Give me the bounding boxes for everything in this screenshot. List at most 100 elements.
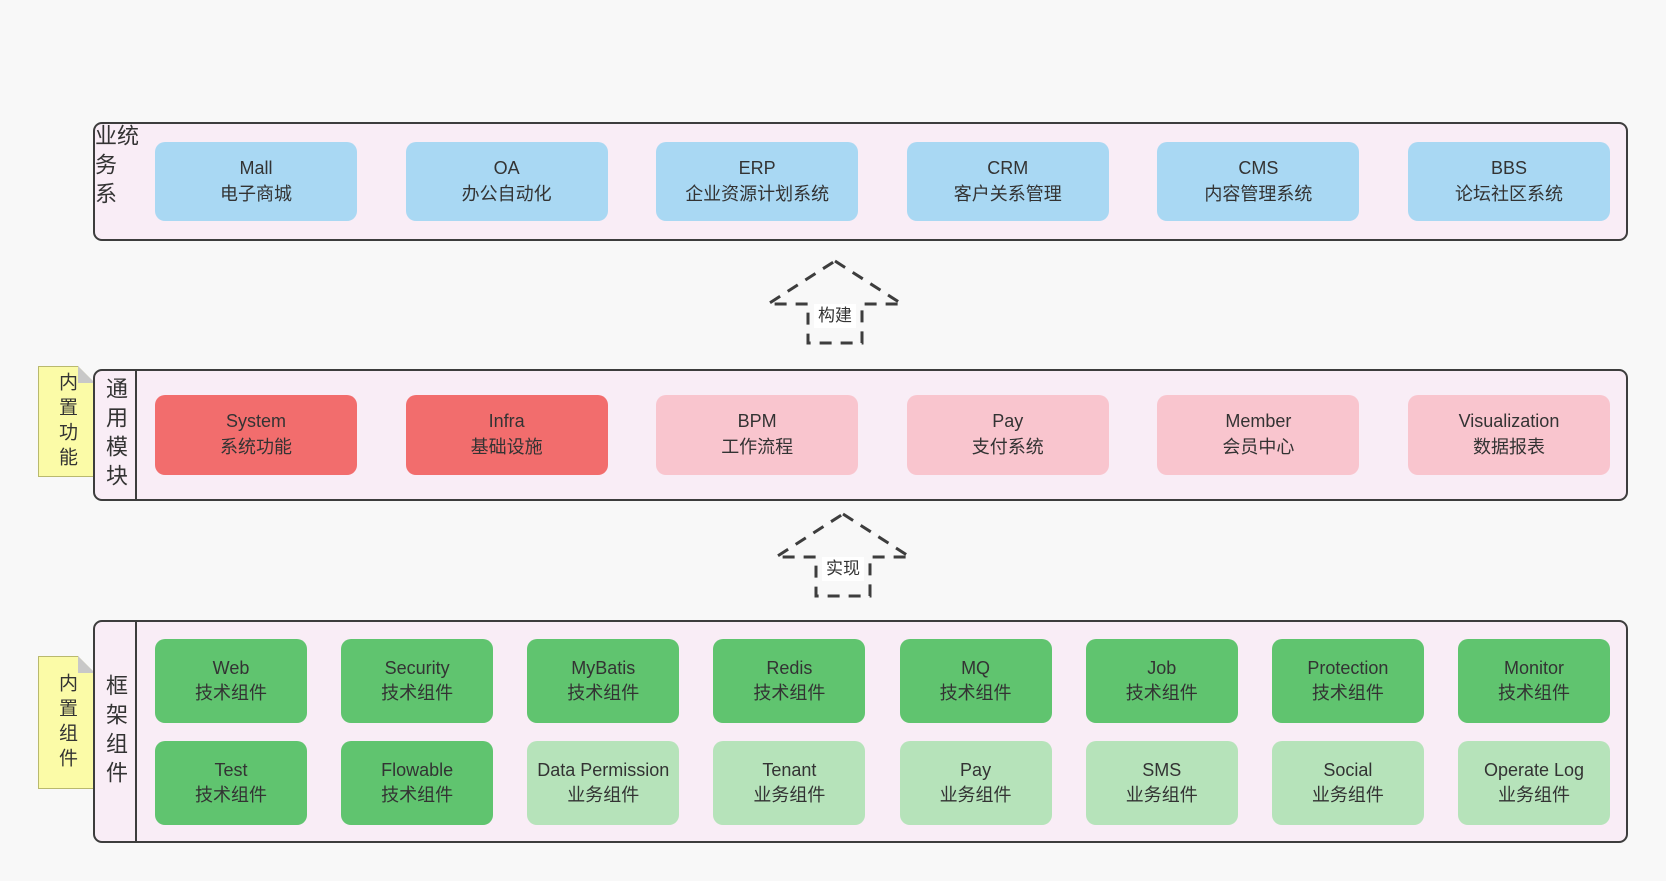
box-subtitle: 技术组件 — [939, 682, 1012, 703]
component-box-sms: SMS 业务组件 — [1085, 740, 1238, 825]
business-box-bbs: BBS 论坛社区系统 — [1407, 142, 1610, 221]
box-title: Redis — [766, 658, 813, 679]
component-box-flowable: Flowable 技术组件 — [341, 740, 494, 825]
business-box-erp: ERP 企业资源计划系统 — [656, 142, 859, 221]
box-subtitle: 业务组件 — [567, 784, 640, 805]
box-title: Social — [1323, 760, 1373, 781]
note-paper — [38, 656, 95, 789]
module-box-bpm: BPM 工作流程 — [656, 395, 859, 475]
box-title: MQ — [961, 658, 991, 679]
biz-components-row: Test 技术组件 Flowable 技术组件 Data Permission … — [155, 740, 1610, 825]
box-subtitle: 技术组件 — [381, 682, 454, 703]
note-label: 内置组件 — [56, 672, 77, 773]
box-subtitle: 技术组件 — [195, 784, 267, 805]
note-paper — [38, 366, 95, 477]
lane-separator — [135, 371, 137, 499]
module-box-pay: Pay 支付系统 — [906, 395, 1109, 475]
business-box-mall: Mall 电子商城 — [155, 142, 357, 221]
component-box-monitor: Monitor 技术组件 — [1457, 638, 1610, 723]
box-subtitle: 支付系统 — [971, 437, 1044, 457]
box-title: Job — [1147, 658, 1177, 679]
box-subtitle: 技术组件 — [1497, 682, 1570, 703]
box-title: BBS — [1490, 157, 1527, 178]
box-subtitle: 电子商城 — [220, 183, 292, 204]
box-subtitle: 业务组件 — [1311, 784, 1384, 805]
business-box-crm: CRM 客户关系管理 — [906, 142, 1109, 221]
box-subtitle: 内容管理系统 — [1204, 183, 1313, 204]
box-title: Web — [212, 658, 250, 679]
component-box-redis: Redis 技术组件 — [713, 638, 866, 723]
box-title: CMS — [1238, 157, 1279, 178]
box-subtitle: 数据报表 — [1472, 437, 1545, 457]
box-subtitle: 业务组件 — [1125, 784, 1198, 805]
box-title: Infra — [488, 411, 525, 432]
component-box-pay: Pay 业务组件 — [899, 740, 1052, 825]
arrow-label: 实现 — [822, 557, 864, 582]
framework-boxes-grid: Web 技术组件 Security 技术组件 MyBatis 技术组件 Redi… — [137, 622, 1626, 841]
box-subtitle: 基础设施 — [470, 437, 543, 457]
box-title: Operate Log — [1483, 760, 1585, 781]
component-box-mq: MQ 技术组件 — [899, 638, 1052, 723]
box-subtitle: 技术组件 — [1125, 682, 1198, 703]
box-subtitle: 论坛社区系统 — [1454, 183, 1563, 204]
framework-components-section: 框架组件 Web 技术组件 Security 技术组件 MyBatis 技术组件… — [93, 620, 1628, 843]
box-title: BPM — [737, 411, 777, 432]
box-title: Pay — [992, 411, 1024, 432]
box-subtitle: 技术组件 — [753, 682, 826, 703]
implement-arrow: 实现 — [773, 511, 913, 599]
box-subtitle: 工作流程 — [721, 437, 794, 457]
section-label: 业务系统 — [92, 124, 139, 211]
box-title: Data Permission — [537, 760, 670, 781]
box-subtitle: 技术组件 — [1311, 682, 1384, 703]
box-title: Tenant — [762, 760, 817, 781]
component-box-operate-log: Operate Log 业务组件 — [1457, 740, 1610, 825]
component-box-tenant: Tenant 业务组件 — [713, 740, 866, 825]
box-title: Visualization — [1458, 411, 1560, 432]
section-label: 框架组件 — [103, 673, 128, 790]
box-subtitle: 技术组件 — [567, 682, 640, 703]
business-box-cms: CMS 内容管理系统 — [1157, 142, 1360, 221]
component-box-social: Social 业务组件 — [1271, 740, 1424, 825]
dashed-up-arrow-icon — [765, 259, 905, 345]
business-systems-section: 业务系统 Mall 电子商城 OA 办公自动化 ERP 企业资源计划系统 CRM… — [92, 122, 1628, 241]
box-subtitle: 会员中心 — [1222, 437, 1295, 457]
box-subtitle: 技术组件 — [195, 682, 267, 703]
box-subtitle: 企业资源计划系统 — [685, 183, 830, 204]
lane-separator — [135, 622, 137, 841]
box-title: Pay — [960, 760, 992, 781]
box-title: SMS — [1142, 760, 1182, 781]
common-modules-section: 通用模块 System 系统功能 Infra 基础设施 BPM 工作流程 Pay… — [93, 369, 1628, 501]
box-subtitle: 业务组件 — [753, 784, 826, 805]
component-box-job: Job 技术组件 — [1085, 638, 1238, 723]
box-title: Security — [384, 658, 450, 679]
section-label: 通用模块 — [103, 377, 128, 493]
box-title: Mall — [239, 157, 273, 178]
component-box-web: Web 技术组件 — [155, 638, 307, 723]
component-box-data-permission: Data Permission 业务组件 — [527, 740, 680, 825]
box-title: Protection — [1307, 658, 1389, 679]
box-subtitle: 业务组件 — [939, 784, 1012, 805]
box-title: MyBatis — [571, 658, 636, 679]
module-boxes-row: System 系统功能 Infra 基础设施 BPM 工作流程 Pay 支付系统… — [137, 371, 1626, 499]
box-subtitle: 技术组件 — [381, 784, 454, 805]
dashed-up-arrow-icon — [773, 512, 913, 598]
component-box-test: Test 技术组件 — [155, 740, 307, 825]
box-title: ERP — [738, 157, 776, 178]
note-label: 内置功能 — [56, 371, 77, 472]
box-subtitle: 客户关系管理 — [953, 183, 1062, 204]
box-title: Monitor — [1503, 658, 1564, 679]
module-box-infra: Infra 基础设施 — [405, 395, 608, 475]
box-title: CRM — [987, 157, 1029, 178]
module-box-member: Member 会员中心 — [1157, 395, 1360, 475]
arrow-label: 构建 — [814, 304, 856, 329]
sticky-note-builtin-components: 内置组件 — [38, 656, 95, 789]
business-boxes-row: Mall 电子商城 OA 办公自动化 ERP 企业资源计划系统 CRM 客户关系… — [137, 124, 1626, 239]
component-box-mybatis: MyBatis 技术组件 — [527, 638, 680, 723]
box-subtitle: 办公自动化 — [461, 183, 552, 204]
business-box-oa: OA 办公自动化 — [405, 142, 608, 221]
module-box-visualization: Visualization 数据报表 — [1407, 395, 1610, 475]
box-subtitle: 业务组件 — [1497, 784, 1570, 805]
component-box-protection: Protection 技术组件 — [1271, 638, 1424, 723]
tech-components-row: Web 技术组件 Security 技术组件 MyBatis 技术组件 Redi… — [155, 638, 1610, 723]
